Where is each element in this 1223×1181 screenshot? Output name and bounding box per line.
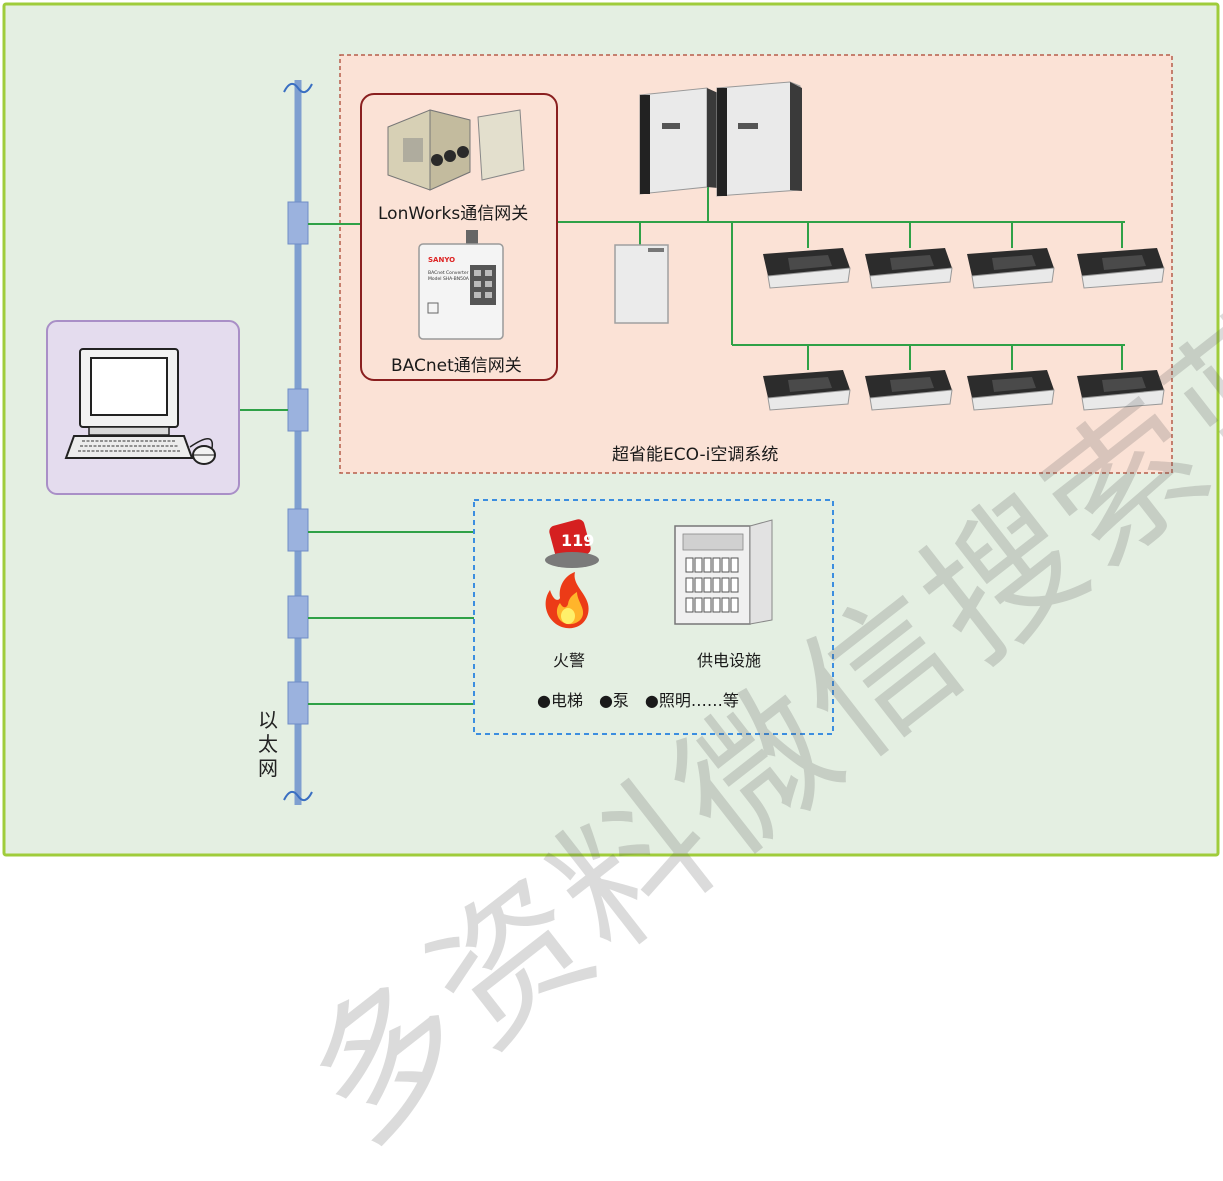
cassette-unit: [1077, 370, 1165, 411]
fire-icon: [545, 572, 589, 629]
bus-connector: [287, 681, 309, 725]
sanyo-logo: SANYO: [428, 256, 455, 264]
computer-icon: [64, 348, 216, 465]
bus-connector: [287, 201, 309, 245]
converter-name: BACnet Converter: [428, 270, 469, 276]
cassette-unit: [967, 248, 1055, 289]
bus-connector: [287, 388, 309, 432]
other-devices-label: ●电梯 ●泵 ●照明……等: [537, 691, 739, 710]
cassette-unit: [865, 370, 953, 411]
cassette-unit: [763, 248, 851, 289]
power-cabinet-icon: [674, 519, 773, 625]
cassette-unit: [1077, 248, 1165, 289]
ethernet-label: 以 太 网: [256, 708, 280, 780]
controller-panel: [614, 244, 669, 324]
ethernet-label-char: 以: [258, 708, 278, 732]
fire-alarm-label: 火警: [553, 651, 586, 670]
lonworks-gateway-device: [387, 109, 525, 191]
cassette-unit: [967, 370, 1055, 411]
ethernet-label-char: 网: [258, 756, 278, 780]
lonworks-gateway-label: LonWorks通信网关: [378, 204, 529, 224]
indoor-units: [763, 248, 1165, 411]
cassette-unit: [865, 248, 953, 289]
bacnet-gateway-device: SANYO BACnet Converter Model SHA-BN50A: [418, 230, 504, 340]
cassette-unit: [763, 370, 851, 411]
power-facility-label: 供电设施: [697, 651, 762, 670]
outdoor-unit: [639, 87, 718, 195]
converter-model: Model SHA-BN50A: [428, 276, 470, 282]
ethernet-bus: [283, 80, 313, 805]
eco-system-label: 超省能ECO-i空调系统: [612, 445, 779, 465]
bus-connector: [287, 595, 309, 639]
bus-connector: [287, 508, 309, 552]
ethernet-label-char: 太: [258, 732, 278, 756]
svg-text:119: 119: [561, 531, 594, 550]
alarm-siren-icon: 119: [545, 519, 599, 568]
outdoor-unit: [716, 81, 802, 197]
network-links: [240, 185, 1125, 705]
bacnet-gateway-label: BACnet通信网关: [391, 356, 522, 376]
